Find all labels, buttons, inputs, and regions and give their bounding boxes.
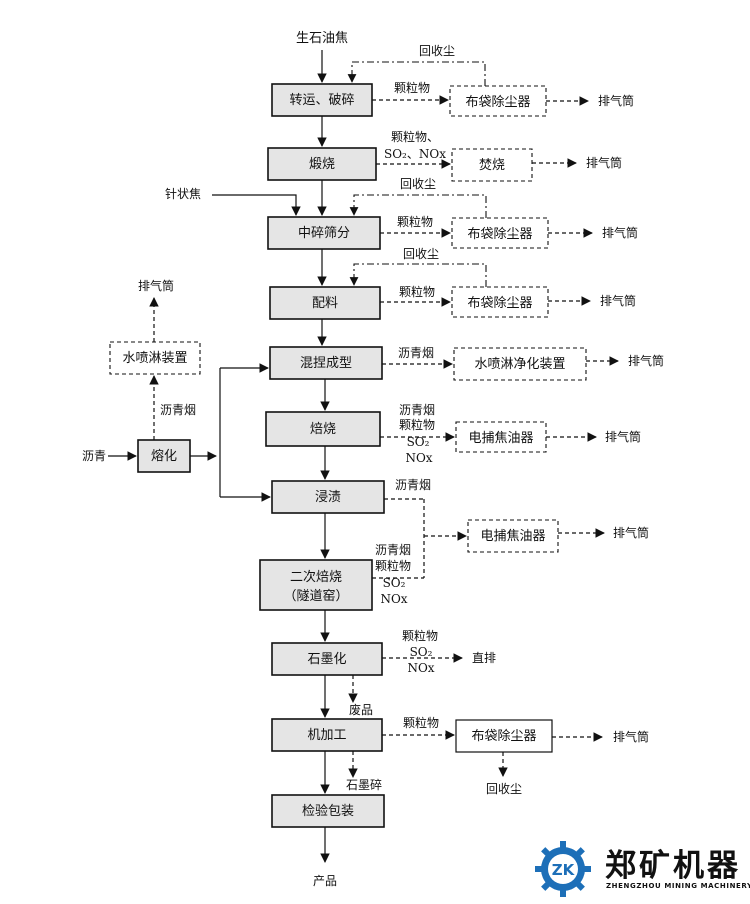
equipment-water-spray-purify: 水喷淋净化装置 <box>453 347 587 381</box>
label-so2-1: SO₂ <box>407 435 430 449</box>
process-machining: 机加工 <box>271 718 383 752</box>
svg-text:电捕焦油器: 电捕焦油器 <box>480 528 545 544</box>
label-recycled-dust-3: 回收尘 <box>403 247 439 261</box>
svg-text:配料: 配料 <box>312 296 338 311</box>
label-particulates-1: 颗粒物 <box>394 80 430 95</box>
label-particulates-7: 颗粒物 <box>403 715 439 730</box>
label-nox-1: NOx <box>405 451 432 465</box>
svg-text:转运、破碎: 转运、破碎 <box>289 93 354 108</box>
process-roasting: 焙烧 <box>265 411 381 447</box>
exhaust-8: 排气筒 <box>613 729 649 744</box>
input-pitch: 沥青 <box>82 449 106 463</box>
svg-text:布袋除尘器: 布袋除尘器 <box>471 729 536 744</box>
svg-text:水喷淋装置: 水喷淋装置 <box>122 351 187 366</box>
svg-text:布袋除尘器: 布袋除尘器 <box>467 296 532 311</box>
equipment-electric-tar-2: 电捕焦油器 <box>467 519 559 553</box>
logo-name-en: ZHENGZHOU MINING MACHINERY <box>606 882 750 890</box>
process-crush-sieve: 中碎筛分 <box>267 216 381 250</box>
exhaust-4: 排气筒 <box>600 293 636 308</box>
svg-text:ZK: ZK <box>552 861 576 879</box>
label-pitch-fume-4: 沥青烟 <box>375 543 411 557</box>
exhaust-5: 排气筒 <box>628 353 664 368</box>
svg-text:浸渍: 浸渍 <box>315 490 341 505</box>
equipment-bag-dust-3: 布袋除尘器 <box>451 286 549 318</box>
svg-text:焚烧: 焚烧 <box>479 158 505 173</box>
exhaust-2: 排气筒 <box>586 155 622 170</box>
svg-text:混捏成型: 混捏成型 <box>300 356 352 371</box>
input-needle-coke: 针状焦 <box>165 186 201 201</box>
output-direct-discharge: 直排 <box>472 651 496 665</box>
svg-text:石墨化: 石墨化 <box>307 652 346 667</box>
label-recycled-dust-2: 回收尘 <box>400 177 436 191</box>
process-kneading: 混捏成型 <box>269 346 383 380</box>
label-so2-3: SO₂ <box>410 645 433 659</box>
svg-text:中碎筛分: 中碎筛分 <box>298 226 350 241</box>
process-inspect-pack: 检验包装 <box>271 794 385 828</box>
svg-text:检验包装: 检验包装 <box>302 803 354 819</box>
label-pitch-fume-2: 沥青烟 <box>399 403 435 417</box>
label-pitch-fume-1: 沥青烟 <box>398 346 434 360</box>
label-particulates-6: 颗粒物 <box>402 628 438 643</box>
label-recycled-dust-4: 回收尘 <box>486 782 522 796</box>
exhaust-7: 排气筒 <box>613 525 649 540</box>
company-logo: ZK 郑矿机器 ZHENGZHOU MINING MACHINERY <box>530 838 750 900</box>
svg-text:布袋除尘器: 布袋除尘器 <box>465 95 530 110</box>
svg-text:熔化: 熔化 <box>151 449 177 464</box>
label-nox-3: NOx <box>407 661 434 675</box>
label-recycled-dust-1: 回收尘 <box>419 44 455 58</box>
process-graphitize: 石墨化 <box>271 642 383 676</box>
label-particulates-comma: 颗粒物、 <box>391 129 439 144</box>
label-particulates-2: 颗粒物 <box>397 214 433 229</box>
svg-text:布袋除尘器: 布袋除尘器 <box>467 227 532 242</box>
label-waste: 废品 <box>349 702 373 717</box>
label-graphite-scrap: 石墨碎 <box>346 777 382 792</box>
logo-name-cn: 郑矿机器 <box>605 848 741 884</box>
svg-text:煅烧: 煅烧 <box>309 156 335 172</box>
label-particulates-4: 颗粒物 <box>399 417 435 432</box>
process-calcine: 煅烧 <box>267 147 377 181</box>
input-raw-coke: 生石油焦 <box>296 31 348 46</box>
label-particulates-5: 颗粒物 <box>375 558 411 573</box>
equipment-bag-dust-1: 布袋除尘器 <box>449 85 547 117</box>
process-batching: 配料 <box>269 286 381 320</box>
equipment-bag-dust-4: 布袋除尘器 <box>455 719 553 753</box>
zk-gear-logo-icon: ZK <box>535 841 591 897</box>
label-pitch-fume-5: 沥青烟 <box>160 403 196 417</box>
exhaust-3: 排气筒 <box>602 225 638 240</box>
label-particulates-3: 颗粒物 <box>399 284 435 299</box>
svg-text:水喷淋净化装置: 水喷淋净化装置 <box>474 357 565 372</box>
equipment-bag-dust-2: 布袋除尘器 <box>451 217 549 249</box>
svg-text:电捕焦油器: 电捕焦油器 <box>468 430 533 446</box>
label-pitch-fume-3: 沥青烟 <box>395 478 431 492</box>
svg-text:焙烧: 焙烧 <box>310 422 336 437</box>
equipment-incinerate: 焚烧 <box>451 148 533 182</box>
exhaust-1: 排气筒 <box>598 93 634 108</box>
label-so2-nox-1: SO₂、NOx <box>384 147 446 161</box>
exhaust-6: 排气筒 <box>605 429 641 444</box>
svg-text:二次焙烧: 二次焙烧 <box>290 569 342 585</box>
exhaust-9: 排气筒 <box>138 278 174 293</box>
label-nox-2: NOx <box>380 592 407 606</box>
equipment-electric-tar-1: 电捕焦油器 <box>455 421 547 453</box>
label-so2-2: SO₂ <box>383 576 406 590</box>
process-transport-crush: 转运、破碎 <box>271 83 373 117</box>
equipment-water-spray-device: 水喷淋装置 <box>109 341 201 375</box>
svg-text:机加工: 机加工 <box>307 728 346 743</box>
process-impregnation: 浸渍 <box>271 480 385 514</box>
process-second-roast: 二次焙烧 （隧道窑） <box>259 559 373 611</box>
svg-text:（隧道窑）: （隧道窑） <box>283 588 348 604</box>
output-product: 产品 <box>313 874 337 888</box>
process-melting: 熔化 <box>137 439 191 473</box>
